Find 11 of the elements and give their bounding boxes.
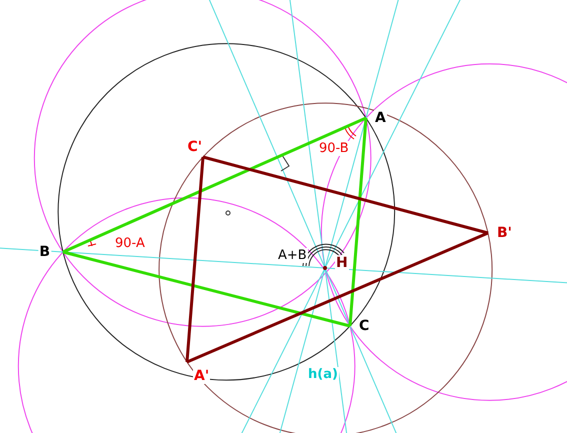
- vertex-name: H: [335, 255, 349, 272]
- triangle-side: [62, 250, 350, 328]
- angle-label: A+B: [277, 248, 308, 263]
- triangle-side: [186, 156, 204, 362]
- angle-label: h(a): [307, 367, 339, 382]
- angle-label: 90-B: [318, 141, 350, 156]
- triangle-side: [348, 118, 368, 326]
- triangle-side: [62, 116, 367, 254]
- triangle-side: [186, 232, 489, 364]
- vertex-name: A': [193, 368, 210, 384]
- triangle-side: [202, 156, 488, 234]
